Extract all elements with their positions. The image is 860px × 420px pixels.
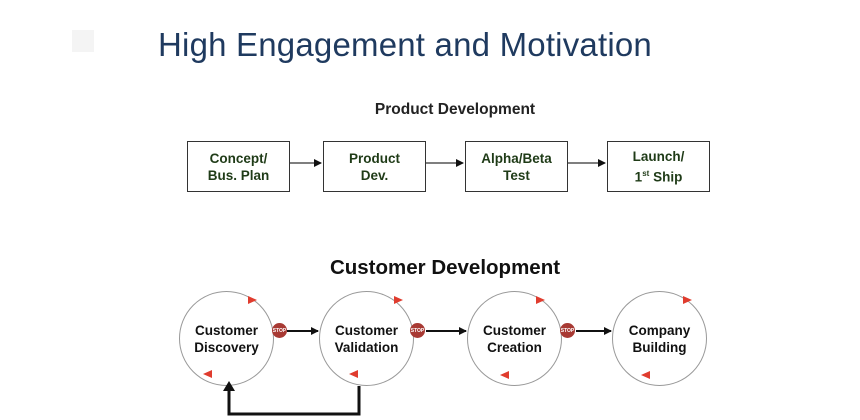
step-launch-line1: Launch/ — [632, 148, 685, 164]
cycle-arrow-icon — [203, 370, 212, 378]
cycle-arrow-icon — [536, 296, 545, 304]
stage-building-line2: Building — [632, 339, 687, 355]
step-launch-ship: Ship — [649, 169, 683, 185]
step-product-dev-box: Product Dev. — [323, 141, 426, 192]
stage-building-line1: Company — [628, 322, 691, 338]
cycle-arrow-icon — [248, 296, 257, 304]
stage-creation-line2: Creation — [487, 339, 542, 355]
cycle-arrow-icon — [641, 371, 650, 379]
stage-creation-line1: Customer — [482, 322, 546, 338]
cycle-arrowheads — [203, 296, 692, 379]
step-launch-ordinal: 1 — [634, 169, 643, 185]
stage-validation-line1: Customer — [334, 322, 398, 338]
stage-creation-circle: Customer Creation — [467, 291, 562, 386]
stage-validation-line2: Validation — [334, 339, 399, 355]
step-alpha-beta-box: Alpha/Beta Test — [465, 141, 568, 192]
stop-sign-icon: STOP — [560, 323, 575, 338]
feedback-loop-arrowhead — [223, 381, 235, 391]
step-concept-box: Concept/ Bus. Plan — [187, 141, 290, 192]
step-alpha-beta-line1: Alpha/Beta — [481, 150, 552, 166]
cycle-arrow-icon — [349, 370, 358, 378]
stage-validation-circle: Customer Validation — [319, 291, 414, 386]
step-alpha-beta-line2: Test — [503, 167, 530, 183]
stop-sign-icon: STOP — [410, 323, 425, 338]
stage-discovery-line1: Customer — [194, 322, 258, 338]
step-launch-line2: 1st Ship — [633, 165, 685, 186]
cycle-arrow-icon — [683, 296, 692, 304]
step-product-dev-line2: Dev. — [360, 167, 389, 183]
step-launch-ordinal-suffix: st — [642, 168, 650, 178]
stage-discovery-line2: Discovery — [194, 339, 259, 355]
page-title: High Engagement and Motivation — [158, 26, 652, 63]
faint-logo-mark — [72, 30, 94, 52]
cycle-arrow-icon — [394, 296, 403, 304]
step-launch-box: Launch/ 1st Ship — [607, 141, 710, 192]
feedback-loop-line — [227, 386, 361, 416]
stop-sign-icon: STOP — [272, 323, 287, 338]
stage-building-circle: Company Building — [612, 291, 707, 386]
cycle-arrow-icon — [500, 371, 509, 379]
step-product-dev-line1: Product — [348, 150, 400, 166]
step-concept-line1: Concept/ — [209, 150, 268, 166]
step-concept-line2: Bus. Plan — [207, 167, 270, 183]
customer-development-heading: Customer Development — [329, 256, 561, 279]
product-development-heading: Product Development — [374, 101, 536, 118]
